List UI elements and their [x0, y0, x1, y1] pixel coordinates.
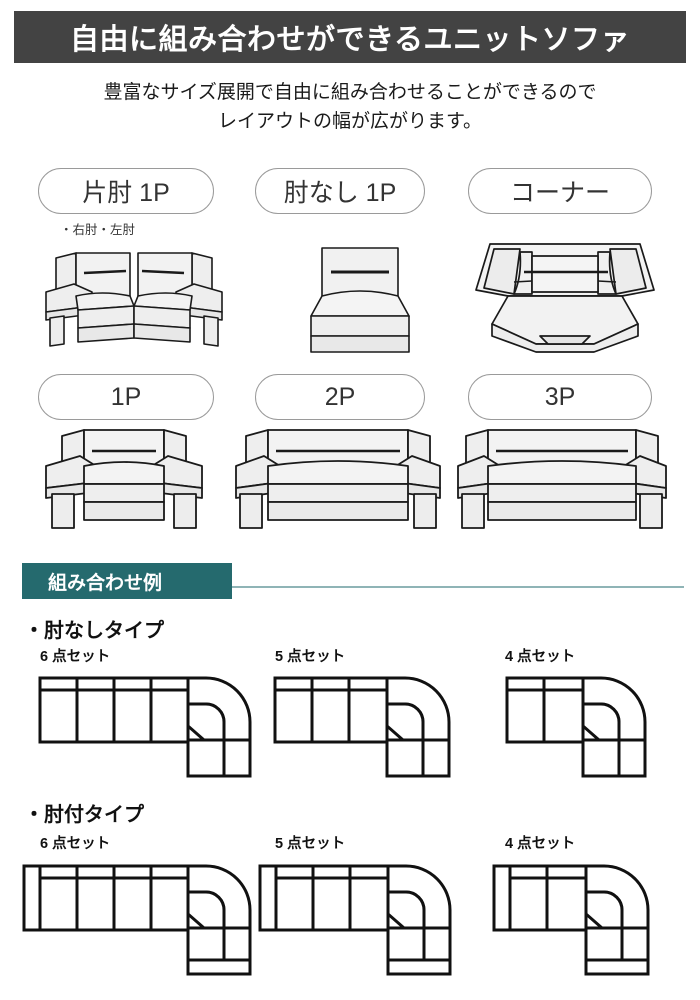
- set-label-armless-4: 4 点セット: [505, 649, 576, 665]
- lead-line-1: 豊富なサイズ展開で自由に組み合わせることができるので: [103, 82, 597, 103]
- plan-witharm-5point: [258, 858, 468, 976]
- unit-label-corner: コーナー: [468, 168, 652, 214]
- unit-label-text: 片肘 1P: [82, 179, 170, 207]
- page-title-bar: 自由に組み合わせができるユニットソファ: [14, 11, 686, 63]
- lead-text: 豊富なサイズ展開で自由に組み合わせることができるので レイアウトの幅が広がります…: [0, 78, 700, 137]
- illustration-sofa-1p: [34, 424, 214, 542]
- plan-armless-6point: [38, 670, 258, 780]
- section-banner-rule: [232, 586, 684, 588]
- illustration-corner-unit: [462, 232, 668, 360]
- section-banner-combination: 組み合わせ例: [22, 563, 232, 599]
- combination-group-heading-with-arm: ・肘付タイプ: [24, 804, 144, 826]
- unit-label-2p: 2P: [255, 374, 425, 420]
- unit-label-text: 1P: [110, 382, 142, 411]
- illustration-sofa-3p: [456, 424, 668, 542]
- plan-armless-5point: [273, 670, 463, 780]
- unit-label-1p: 1P: [38, 374, 214, 420]
- unit-note-katahiji: ・右肘・左肘: [60, 223, 136, 237]
- set-label-armless-6: 6 点セット: [40, 649, 111, 665]
- set-label-arm-6: 6 点セット: [40, 836, 111, 852]
- illustration-armless-seat: [305, 240, 415, 360]
- plan-witharm-4point: [492, 858, 672, 976]
- unit-label-hijinashi-1p: 肘なし 1P: [255, 168, 425, 214]
- set-label-arm-5: 5 点セット: [275, 836, 346, 852]
- unit-label-text: 肘なし 1P: [283, 179, 397, 207]
- page-title: 自由に組み合わせができるユニットソファ: [70, 24, 630, 56]
- combination-group-heading-armless: ・肘なしタイプ: [24, 620, 164, 642]
- plan-witharm-6point: [22, 858, 262, 976]
- unit-label-3p: 3P: [468, 374, 652, 420]
- illustration-sofa-2p: [232, 424, 444, 542]
- plan-armless-4point: [505, 670, 665, 780]
- unit-label-text: 2P: [324, 382, 356, 411]
- unit-label-text: コーナー: [509, 179, 610, 207]
- unit-label-text: 3P: [544, 382, 576, 411]
- section-banner-label: 組み合わせ例: [48, 572, 163, 594]
- lead-line-2: レイアウトの幅が広がります。: [217, 111, 483, 133]
- set-label-armless-5: 5 点セット: [275, 649, 346, 665]
- set-label-arm-4: 4 点セット: [505, 836, 576, 852]
- illustration-armchair-pair: [34, 240, 234, 360]
- unit-label-katahiji-1p: 片肘 1P: [38, 168, 214, 214]
